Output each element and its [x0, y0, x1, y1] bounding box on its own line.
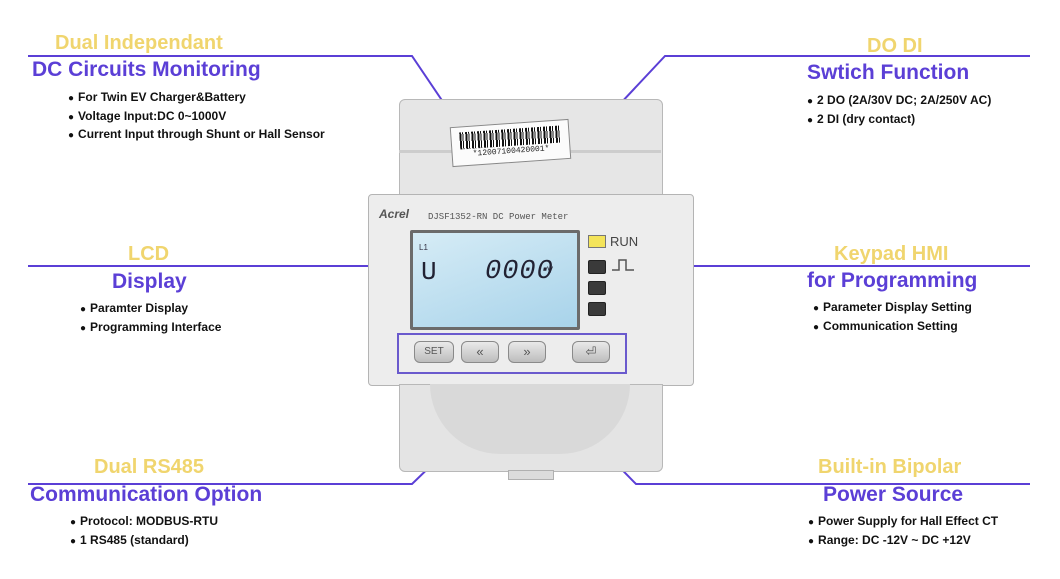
- do-di-title-line2: Swtich Function: [807, 61, 970, 84]
- rs485-title-line2: Communication Option: [30, 483, 263, 506]
- bullet-item: Programming Interface: [80, 319, 221, 338]
- rs485-bullets: Protocol: MODBUS-RTU 1 RS485 (standard): [70, 513, 218, 550]
- brand-logo: Acrel: [379, 207, 410, 221]
- keypad-title-line2: for Programming: [807, 269, 978, 292]
- bullet-item: Voltage Input:DC 0~1000V: [68, 108, 325, 127]
- do-di-bullets: 2 DO (2A/30V DC; 2A/250V AC) 2 DI (dry c…: [807, 92, 991, 129]
- lcd-symbol: U: [421, 257, 437, 287]
- bipolar-title-line2: Power Source: [823, 483, 964, 506]
- dc-circuits-bullets: For Twin EV Charger&Battery Voltage Inpu…: [68, 89, 325, 145]
- lcd-title-line2: Display: [112, 270, 187, 293]
- up-button[interactable]: «: [461, 341, 499, 363]
- lcd-screen: L1 U 0000 V: [410, 230, 580, 330]
- bullet-item: Power Supply for Hall Effect CT: [808, 513, 998, 532]
- lcd-small-label: L1: [419, 243, 428, 252]
- bullet-item: Parameter Display Setting: [813, 299, 972, 318]
- lcd-unit: V: [547, 265, 554, 275]
- bipolar-title-line1: Built-in Bipolar: [818, 456, 962, 478]
- dc-circuits-title-line2: DC Circuits Monitoring: [32, 58, 261, 81]
- di-indicator: [588, 302, 606, 316]
- model-label: DJSF1352-RN DC Power Meter: [428, 212, 569, 222]
- bullet-item: 2 DO (2A/30V DC; 2A/250V AC): [807, 92, 991, 111]
- bullet-item: Protocol: MODBUS-RTU: [70, 513, 218, 532]
- bullet-item: Range: DC -12V ~ DC +12V: [808, 532, 998, 551]
- lcd-title-line1: LCD: [128, 243, 170, 265]
- run-label: RUN: [610, 234, 639, 249]
- bullet-item: 2 DI (dry contact): [807, 111, 991, 130]
- lcd-bullets: Paramter Display Programming Interface: [80, 300, 221, 337]
- bullet-item: Current Input through Shunt or Hall Sens…: [68, 126, 325, 145]
- barcode-label: *12007100420001*: [449, 118, 572, 168]
- meter-top-housing: [399, 99, 663, 196]
- bullet-item: For Twin EV Charger&Battery: [68, 89, 325, 108]
- bottom-housing-arc: [430, 384, 630, 454]
- enter-button[interactable]: ⏎: [572, 341, 610, 363]
- bullet-item: Paramter Display: [80, 300, 221, 319]
- dc-circuits-title-line1: Dual Independant: [55, 32, 223, 54]
- keypad: [397, 333, 627, 374]
- do-di-title-line1: DO DI: [867, 35, 923, 57]
- bipolar-bullets: Power Supply for Hall Effect CT Range: D…: [808, 513, 998, 550]
- keypad-bullets: Parameter Display Setting Communication …: [813, 299, 972, 336]
- do-indicator-2: [588, 281, 606, 295]
- bullet-item: 1 RS485 (standard): [70, 532, 218, 551]
- din-rail-clip: [508, 470, 554, 480]
- rs485-title-line1: Dual RS485: [94, 456, 205, 478]
- bullet-item: Communication Setting: [813, 318, 972, 337]
- keypad-title-line1: Keypad HMI: [834, 243, 949, 265]
- run-led: [588, 235, 606, 248]
- set-button[interactable]: SET: [414, 341, 454, 363]
- right-button[interactable]: »: [508, 341, 546, 363]
- lcd-value: 0000: [485, 257, 554, 287]
- do-indicator-1: [588, 260, 606, 274]
- pulse-icon: [612, 258, 634, 277]
